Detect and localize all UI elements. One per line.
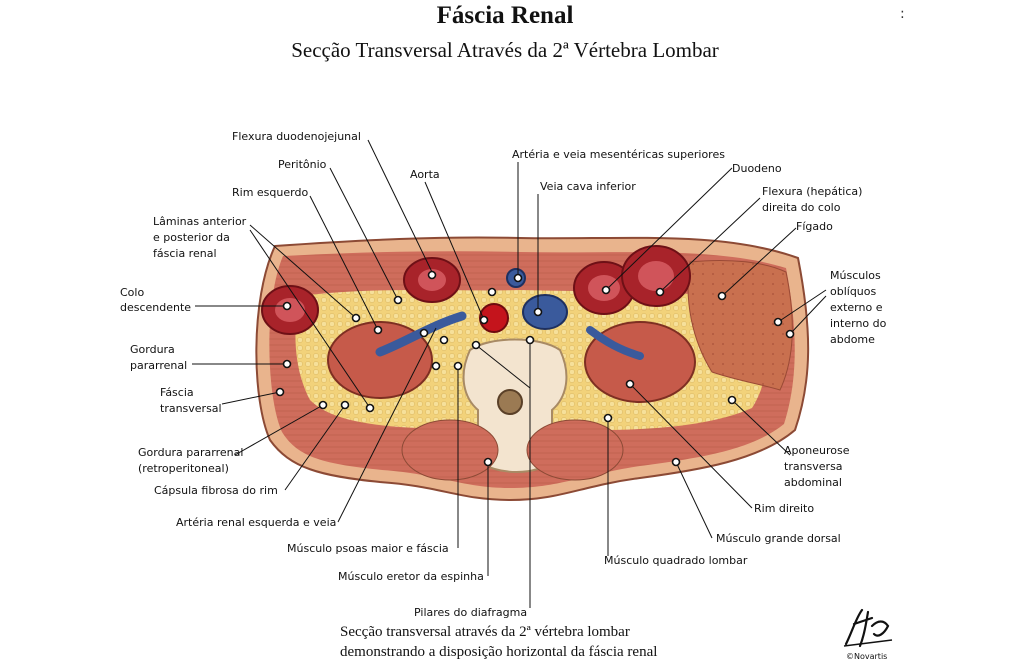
dot-rim-esquerdo <box>373 325 383 335</box>
dot-duodeno <box>601 285 611 295</box>
dot-aorta <box>479 315 489 325</box>
label-aponeurose: Aponeurose transversa abdominal <box>784 444 853 489</box>
netter-signature-logo <box>843 608 893 648</box>
dot-rim-direito <box>625 379 635 389</box>
right-erector-spinae <box>526 419 624 481</box>
label-obliquos: Músculos oblíquos externo e interno do a… <box>830 269 890 346</box>
leader-aorta <box>424 181 485 321</box>
label-rim-direito: Rim direito <box>754 502 814 515</box>
dot-pilares-2 <box>471 340 481 350</box>
label-grande-dorsal: Músculo grande dorsal <box>716 532 841 545</box>
leader-rim-direito <box>629 383 753 509</box>
dot-obliquos-2 <box>785 329 795 339</box>
label-rim-esquerdo: Rim esquerdo <box>232 186 308 199</box>
pointer-dots <box>275 270 795 467</box>
dot-flexura-hepatica <box>655 287 665 297</box>
aorta-vessel <box>479 303 509 333</box>
dot-laminas <box>351 313 361 323</box>
dot-arteria-renal <box>419 328 429 338</box>
liver <box>687 260 793 391</box>
leader-laminas-2 <box>249 229 371 409</box>
colon-lumen <box>275 298 305 322</box>
dot-colo <box>282 301 292 311</box>
leader-flexura-hepatica <box>659 197 761 293</box>
label-laminas: Lâminas anterior e posterior da fáscia r… <box>153 215 250 260</box>
leader-fascia-transversal <box>221 391 281 405</box>
dot-mesentericas <box>513 273 523 283</box>
leader-aponeurose <box>731 399 791 456</box>
label-arteria-renal: Artéria renal esquerda e veia <box>176 516 336 529</box>
leader-capsula <box>284 404 346 491</box>
dot-psoas <box>453 361 463 371</box>
dot-laminas-2 <box>365 403 375 413</box>
leader-peritonio <box>329 167 399 301</box>
caption-line-1: Secção transversal através da 2ª vértebr… <box>340 624 630 640</box>
label-mesentericas: Artéria e veia mesentéricas superiores <box>512 148 725 161</box>
dot-gordura-retro <box>318 400 328 410</box>
dot-eretor <box>483 457 493 467</box>
leader-obliquos <box>777 289 827 323</box>
spinal-canal <box>497 389 523 415</box>
label-psoas: Músculo psoas maior e fáscia <box>287 542 449 555</box>
dot-pilares <box>525 335 535 345</box>
label-capsula-fibrosa: Cápsula fibrosa do rim <box>154 484 278 497</box>
labels: Flexura duodenojejunal Peritônio Rim esq… <box>120 130 890 619</box>
diagram-title: Fáscia Renal <box>436 2 574 29</box>
label-flexura-hepatica: Flexura (hepática) direita do colo <box>762 185 866 214</box>
leader-gordura-retro <box>234 404 324 456</box>
label-flexura-duodenojejunal: Flexura duodenojejunal <box>232 130 361 143</box>
leader-lines <box>192 139 827 608</box>
caption: Secção transversal através da 2ª vértebr… <box>340 622 810 662</box>
dot-arteria-renal-2 <box>431 361 441 371</box>
inferior-vena-cava-vessel <box>522 294 568 330</box>
leader-figado <box>721 227 797 297</box>
label-colo-descendente: Colo descendente <box>120 286 191 314</box>
label-gordura-retro: Gordura pararrenal (retroperitoneal) <box>138 446 247 475</box>
label-veia-cava: Veia cava inferior <box>540 180 636 193</box>
leader-grande-dorsal <box>675 461 713 539</box>
dot-obliquos <box>773 317 783 327</box>
label-gordura-pararrenal: Gordura pararrenal <box>130 343 187 372</box>
diagram-subtitle: Secção Transversal Através da 2ª Vértebr… <box>291 38 719 62</box>
dot-quadrado-lombar <box>603 413 613 423</box>
dot-mesentericas-2 <box>487 287 497 297</box>
left-erector-spinae <box>401 419 499 481</box>
dot-capsula <box>340 400 350 410</box>
dot-grande-dorsal <box>671 457 681 467</box>
label-fascia-transversal: Fáscia transversal <box>160 386 222 415</box>
dot-psoas-2 <box>439 335 449 345</box>
label-pilares: Pilares do diafragma <box>414 606 527 619</box>
leader-duodeno <box>605 167 733 291</box>
dot-figado <box>717 291 727 301</box>
label-eretor: Músculo eretor da espinha <box>338 570 484 583</box>
label-duodeno: Duodeno <box>732 162 782 175</box>
leader-flexura-duodenojejunal <box>367 139 433 273</box>
dot-gordura-pararrenal <box>282 359 292 369</box>
label-quadrado-lombar: Músculo quadrado lombar <box>604 554 748 567</box>
dot-peritonio <box>393 295 403 305</box>
label-aorta: Aorta <box>410 168 440 181</box>
leader-rim-esquerdo <box>309 195 379 331</box>
dot-aponeurose <box>727 395 737 405</box>
caption-line-2: demonstrando a disposição horizontal da … <box>340 644 658 660</box>
right-renal-vein <box>586 326 644 360</box>
dot-flexura-duodenojejunal <box>427 270 437 280</box>
cross-section <box>255 236 810 502</box>
leader-obliquos-2 <box>789 295 827 335</box>
dot-veia-cava <box>533 307 543 317</box>
jejunum-lumen <box>418 269 446 291</box>
label-figado: Fígado <box>796 220 833 233</box>
leader-laminas <box>249 224 357 319</box>
leader-pilares-2 <box>475 344 531 389</box>
hepatic-flexure-lumen <box>638 261 674 291</box>
corner-mark: : <box>900 6 905 22</box>
leader-arteria-renal <box>337 327 437 523</box>
dot-fascia-transversal <box>275 387 285 397</box>
label-peritonio: Peritônio <box>278 158 327 171</box>
publisher-mark: ©Novartis <box>846 652 888 661</box>
